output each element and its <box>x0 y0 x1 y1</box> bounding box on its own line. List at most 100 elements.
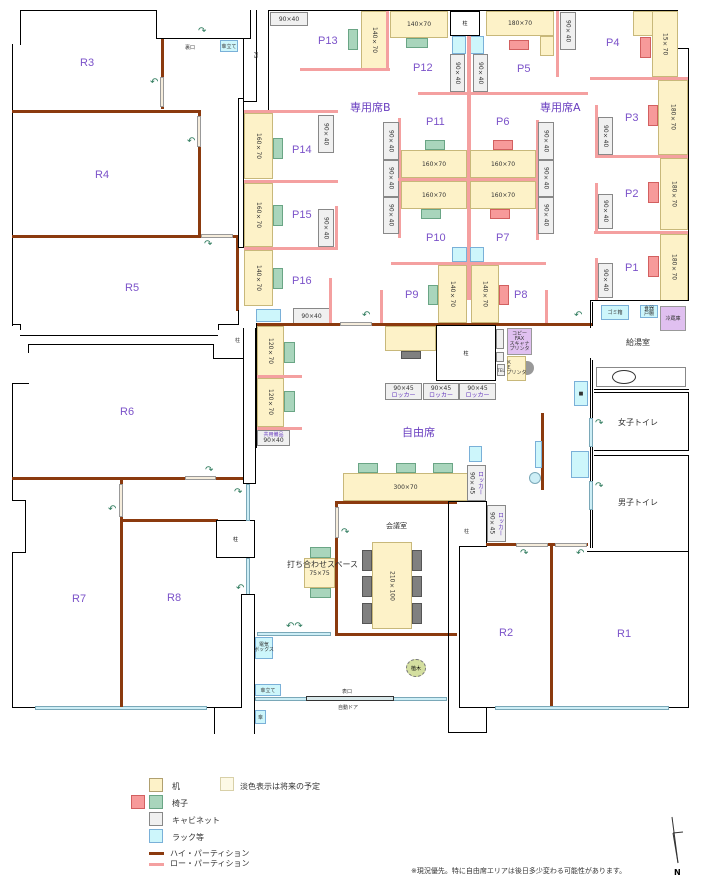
door-r3[interactable] <box>160 77 164 107</box>
meeting-space-table: 75×75 <box>304 558 335 588</box>
seat-p3-label: P3 <box>625 112 639 124</box>
wall <box>448 732 487 733</box>
chair <box>362 603 372 624</box>
room-r2-label: R2 <box>499 627 514 639</box>
rack <box>571 451 589 478</box>
small-rack: 傘 <box>255 710 266 724</box>
legend-high-partition-label: ハイ・パーティション <box>170 849 250 858</box>
door-r1[interactable] <box>555 543 587 547</box>
womens-toilet-label: 女子トイレ <box>618 418 658 427</box>
pillar: 柱 <box>436 325 496 381</box>
desk-free-1: 120×70 <box>257 326 284 376</box>
electric-box: 電気 ボックス <box>254 637 274 659</box>
cabinet: 90×40 <box>383 197 399 234</box>
wall <box>592 360 593 548</box>
seat-p6-label: P6 <box>496 116 510 128</box>
door-swing-icon: ↶ <box>150 77 159 88</box>
rack <box>452 247 467 262</box>
chair <box>648 182 659 203</box>
wall <box>590 300 689 301</box>
low-partition <box>244 110 338 113</box>
legend-chair-green-swatch <box>149 795 163 809</box>
wall <box>594 392 689 393</box>
wall <box>486 501 487 547</box>
trash-bin: ゴミ箱 <box>601 305 629 320</box>
counter-desk: 300×70 <box>343 473 468 501</box>
wall <box>243 328 244 484</box>
legend-high-partition-swatch <box>149 852 164 855</box>
window <box>495 706 669 710</box>
wall <box>688 48 689 301</box>
chair <box>362 576 372 597</box>
door-r4[interactable] <box>197 116 201 147</box>
desk-p4: 15×70 <box>652 11 678 77</box>
legend-cabinet-swatch <box>149 812 163 826</box>
auto-door[interactable] <box>306 696 394 701</box>
legend-chair-red-swatch <box>131 795 145 809</box>
glass-door[interactable] <box>257 632 331 636</box>
low-partition <box>391 262 546 265</box>
chair <box>273 138 283 159</box>
dish-shelf: 食器 戸棚 <box>640 305 658 318</box>
rack <box>469 446 482 462</box>
wall <box>256 10 257 102</box>
room-r1-label: R1 <box>617 628 632 640</box>
rack <box>452 36 466 54</box>
door-r5[interactable] <box>201 234 233 238</box>
door-dedicated[interactable] <box>340 322 372 326</box>
chair <box>310 588 331 598</box>
low-partition <box>470 92 545 95</box>
wall <box>688 551 689 708</box>
chair <box>284 391 295 412</box>
cabinet: 90×40 <box>538 122 554 160</box>
chair <box>648 105 658 126</box>
round-table-icon <box>529 472 541 484</box>
compass-n-label: N <box>674 868 681 877</box>
seat-p16-label: P16 <box>292 275 312 287</box>
chair <box>396 463 416 473</box>
door-r2[interactable] <box>516 543 548 547</box>
legend-desk-label: 机 <box>172 782 180 791</box>
printer-desk: Ｋ Ｅ プリンタ <box>507 356 527 381</box>
meeting-table: 210×100 <box>372 542 412 629</box>
seat-p9-label: P9 <box>405 289 419 301</box>
seat-p12-label: P12 <box>413 62 433 74</box>
door-r7[interactable] <box>119 484 123 517</box>
wall <box>241 594 254 595</box>
wall <box>459 546 460 708</box>
wall <box>459 546 487 547</box>
legend-chair-label: 椅子 <box>172 799 188 808</box>
ps-label: PS <box>252 52 258 59</box>
chair <box>273 205 283 226</box>
wall <box>243 483 256 484</box>
chair <box>499 285 509 305</box>
cabinet: 90×40 <box>293 308 330 324</box>
desk-p14: 160×70 <box>244 113 273 179</box>
wall <box>250 10 251 39</box>
low-partition <box>329 278 332 324</box>
wall <box>243 38 244 98</box>
auto-door-label: 自動ドア <box>338 705 359 711</box>
door-meeting-room[interactable] <box>335 507 339 538</box>
door-womens-toilet[interactable] <box>589 418 593 447</box>
low-partition <box>467 36 471 300</box>
glass-door[interactable] <box>246 558 250 595</box>
high-partition <box>12 110 200 113</box>
wall <box>28 344 214 345</box>
wall <box>590 300 591 328</box>
seat-p7-label: P7 <box>496 232 510 244</box>
cabinet: 90×40 <box>383 122 399 160</box>
door-r6[interactable] <box>185 476 216 480</box>
wall <box>20 324 21 330</box>
wall <box>218 324 219 330</box>
wall <box>268 10 678 11</box>
door-mens-toilet[interactable] <box>589 481 593 510</box>
glass-door[interactable] <box>246 484 250 521</box>
cabinet: 90×40 <box>538 160 554 197</box>
wall <box>587 551 689 552</box>
room-r8-label: R8 <box>167 592 182 604</box>
door-swing-icon: ↷ <box>198 26 207 37</box>
